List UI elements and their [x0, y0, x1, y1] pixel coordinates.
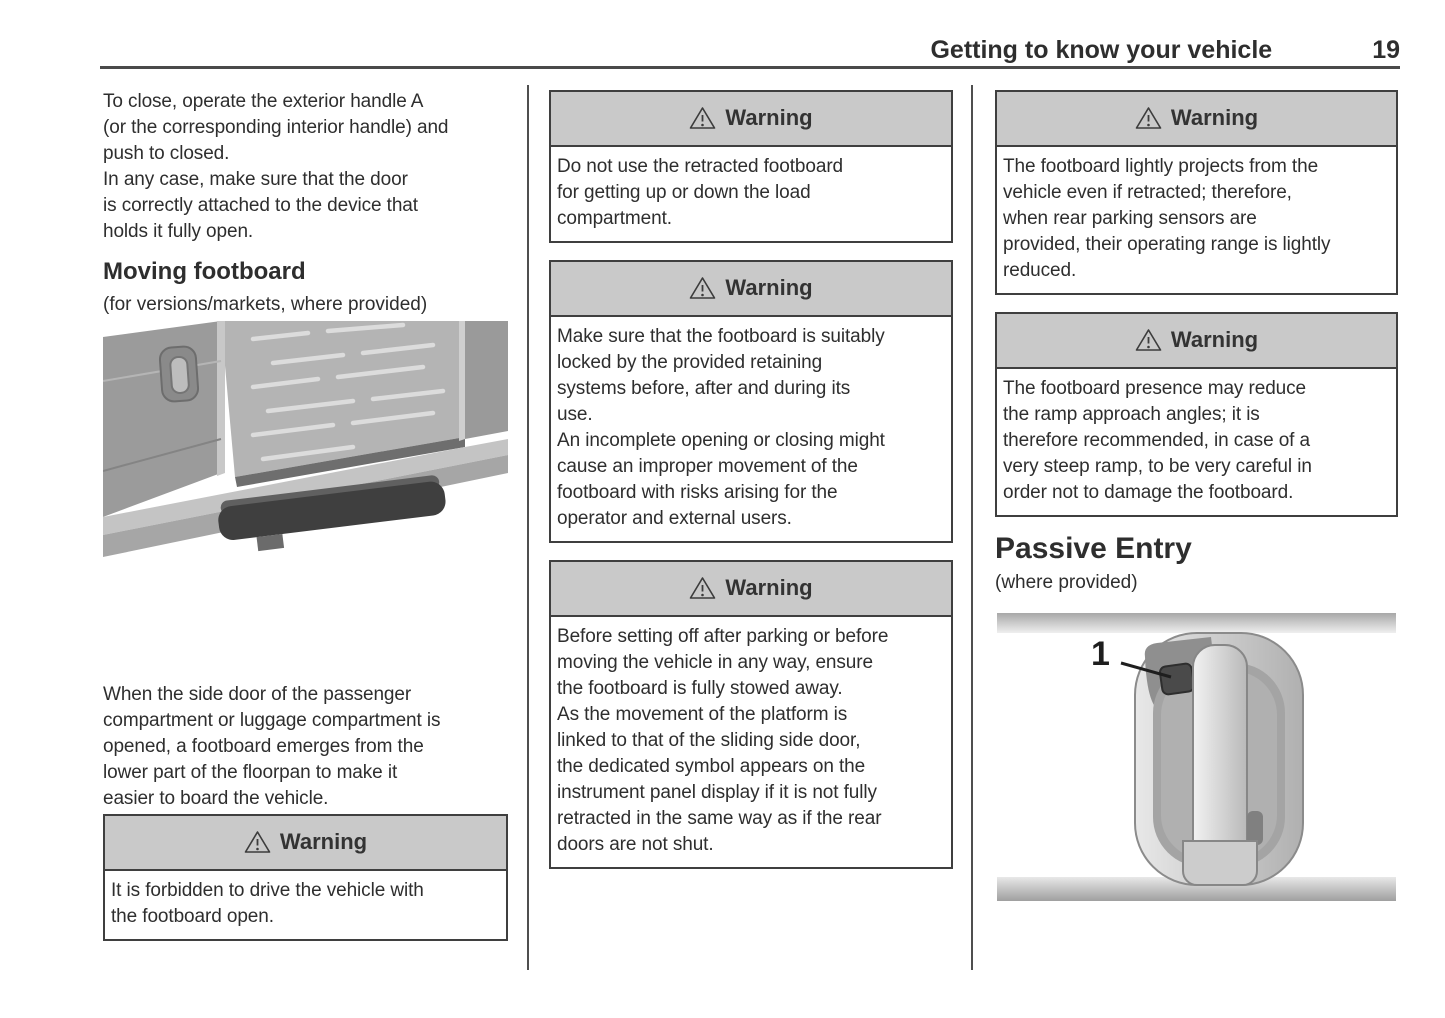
warning-title: Warning — [279, 829, 368, 854]
warning-box-retracted-footboard: Warning Do not use the retracted footboa… — [549, 90, 953, 243]
warning-triangle-icon — [690, 277, 716, 299]
figure-callout-1: 1 — [1091, 635, 1110, 673]
column-separator-1 — [527, 85, 529, 970]
paragraph-close-door: To close, operate the exterior handle A … — [103, 91, 449, 242]
warning-triangle-icon — [244, 831, 271, 853]
warning-body: Before setting off after parking or befo… — [557, 626, 889, 855]
heading-moving-footboard: Moving footboard — [103, 258, 306, 285]
footboard-illustration-image — [102, 321, 508, 557]
warning-body: Make sure that the footboard is suitably… — [557, 326, 885, 529]
subnote-where-provided: (where provided) — [995, 572, 1138, 593]
warning-body: The footboard presence may reduce the ra… — [1003, 378, 1312, 503]
subnote-versions-markets: (for versions/markets, where provided) — [103, 294, 428, 315]
warning-box-footboard-locked: Warning Make sure that the footboard is … — [549, 260, 953, 543]
warning-body: It is forbidden to drive the vehicle wit… — [111, 880, 424, 927]
warning-title: Warning — [725, 105, 813, 130]
warning-title: Warning — [1170, 327, 1259, 352]
warning-header: Warning — [997, 92, 1396, 147]
warning-triangle-icon — [1135, 107, 1162, 129]
warning-header: Warning — [997, 314, 1396, 369]
warning-box-ramp-approach: Warning The footboard presence may reduc… — [995, 312, 1398, 517]
warning-box-drive-forbidden: Warning It is forbidden to drive the veh… — [103, 814, 508, 941]
chapter-title: Getting to know your vehicle — [930, 36, 1273, 64]
figure-footboard — [102, 321, 508, 564]
warning-triangle-icon — [690, 577, 716, 599]
warning-box-parking-sensors: Warning The footboard lightly projects f… — [995, 90, 1398, 295]
column-separator-2 — [971, 85, 973, 970]
page-header: Getting to know your vehicle 19 — [100, 36, 1400, 65]
header-rule — [100, 66, 1400, 69]
warning-header: Warning — [105, 816, 506, 871]
door-handle-illustration-image — [997, 613, 1396, 901]
warning-title: Warning — [725, 275, 813, 300]
warning-box-stowed-before-driving: Warning Before setting off after parking… — [549, 560, 953, 869]
column-2: Warning Do not use the retracted footboa… — [549, 85, 953, 869]
warning-header: Warning — [551, 562, 951, 617]
figure-door-handle: 1 — [995, 605, 1398, 913]
warning-header: Warning — [551, 92, 951, 147]
warning-header: Warning — [551, 262, 951, 317]
column-3: Warning The footboard lightly projects f… — [995, 85, 1398, 913]
warning-triangle-icon — [690, 107, 716, 129]
warning-body: The footboard lightly projects from the … — [1003, 156, 1331, 281]
warning-triangle-icon — [1135, 329, 1162, 351]
warning-body: Do not use the retracted footboard for g… — [557, 156, 844, 229]
page-number: 19 — [1372, 36, 1400, 64]
warning-title: Warning — [725, 575, 813, 600]
paragraph-footboard-emerges: When the side door of the passenger comp… — [103, 684, 441, 809]
heading-passive-entry: Passive Entry — [995, 532, 1192, 565]
column-1: To close, operate the exterior handle A … — [102, 85, 508, 941]
warning-title: Warning — [1170, 105, 1259, 130]
